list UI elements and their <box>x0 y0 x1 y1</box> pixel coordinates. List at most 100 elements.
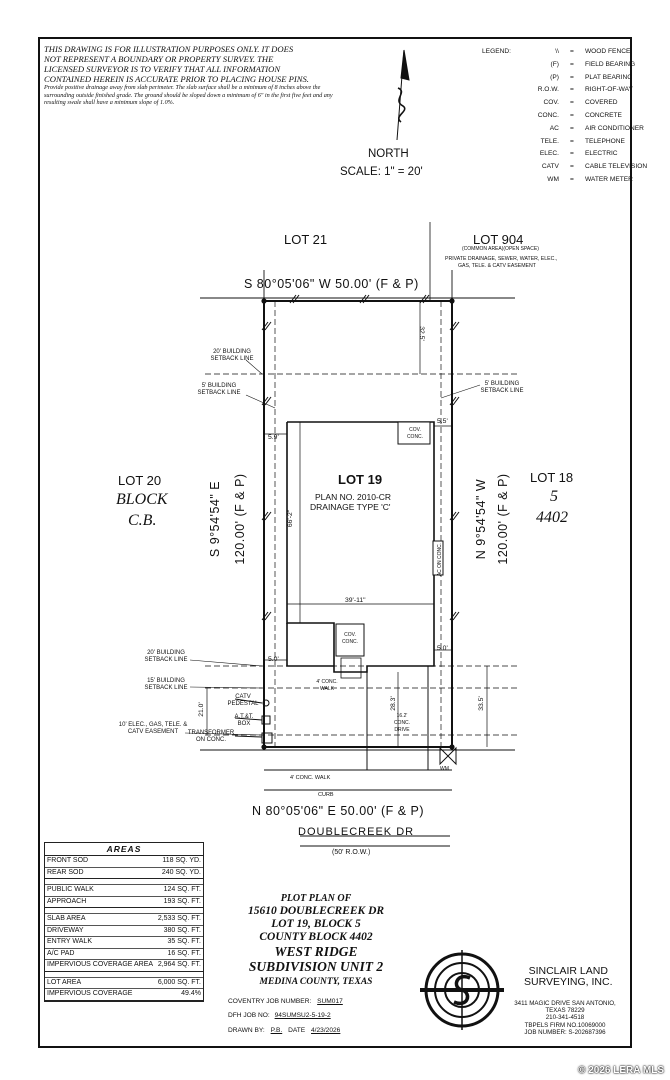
setback-20-rear: 20' BUILDING SETBACK LINE <box>210 349 254 362</box>
dim-front-setback: 33.5' <box>477 696 485 711</box>
disclaimer-line: licensed surveyor is to verify that all … <box>44 64 281 74</box>
legend-equals: = <box>570 48 574 55</box>
legend-equals: = <box>570 111 574 119</box>
legend-equals: = <box>570 99 574 107</box>
lot-18-block: 5 <box>550 488 558 505</box>
lot-20-cb: C.B. <box>128 512 157 529</box>
areas-label: APPROACH <box>47 897 87 905</box>
disclaimer-note: This drawing is for illustration purpose… <box>44 44 344 107</box>
areas-value: 2,964 SQ. FT. <box>157 961 201 968</box>
areas-label: PUBLIC WALK <box>47 886 94 893</box>
areas-label: REAR SOD <box>47 868 84 876</box>
catv-pedestal: CATV PEDESTAL <box>227 694 259 707</box>
utility-easement: 10' ELEC., GAS, TELE. & CATV EASEMENT <box>118 722 188 735</box>
title-line: PLOT PLAN OF <box>280 893 352 904</box>
lot-21-label: LOT 21 <box>284 232 328 247</box>
areas-title: AREAS <box>45 843 203 856</box>
areas-value: 118 SQ. YD. <box>162 857 201 864</box>
areas-label: DRIVEWAY <box>47 926 84 934</box>
areas-value: 193 SQ. FT. <box>163 897 201 905</box>
areas-value: 16 SQ. FT. <box>167 949 201 957</box>
areas-row: DRIVEWAY 380 SQ. FT. <box>45 926 203 937</box>
dfh-label: DFH JOB NO: <box>228 1012 270 1019</box>
title-line: MEDINA COUNTY, TEXAS <box>259 977 373 987</box>
west-bearing: S 9°54'54" E <box>208 480 222 558</box>
legend-desc: TELEPHONE <box>584 137 625 145</box>
legend-row: WM=WATER METER <box>480 174 649 187</box>
legend-title <box>480 161 513 174</box>
areas-value: 124 SQ. FT. <box>163 886 201 893</box>
legend-desc: WOOD FENCE <box>584 48 631 55</box>
water-meter-label: WM <box>440 766 449 772</box>
water-meter-icon <box>439 746 457 766</box>
west-distance: 120.00' (F & P) <box>233 473 247 565</box>
lot-18-label: LOT 18 <box>530 470 574 485</box>
legend-row: CONC.=CONCRETE <box>480 110 649 123</box>
conc-drive: 16.2' CONC. DRIVE <box>393 713 411 733</box>
areas-value: 6,000 SQ. FT. <box>157 978 201 986</box>
legend-key: TELE. <box>540 137 559 145</box>
lot-20-block: BLOCK <box>116 491 168 508</box>
legend-row: ELEC.=ELECTRIC <box>480 148 649 161</box>
lot-904-note: (COMMON AREA)(OPEN SPACE) <box>462 246 539 252</box>
legend-equals: = <box>570 86 574 94</box>
areas-label: LOT AREA <box>47 978 82 986</box>
legend-equals: = <box>570 60 574 68</box>
lot-18-cb: 4402 <box>536 509 568 526</box>
ac-pad: AC ON CONC. <box>437 542 444 577</box>
legend-row: COV.=COVERED <box>480 97 649 110</box>
lot-19-label: LOT 19 <box>338 472 383 487</box>
dim-width: 39'-11" <box>345 597 366 604</box>
legend-desc: CONCRETE <box>584 111 622 119</box>
company-job: JOB NUMBER: S-202687396 <box>524 1028 606 1036</box>
north-label: NORTH <box>368 148 409 160</box>
drawn-label: DRAWN BY: <box>228 1027 265 1034</box>
setback-5-east: 5' BUILDING SETBACK LINE <box>480 381 524 394</box>
legend: LEGEND:\\=WOOD FENCE(F)=FIELD BEARING(P)… <box>480 46 649 187</box>
legend-desc: PLAT BEARING <box>584 73 633 81</box>
cov-conc-front: COV. CONC. <box>341 632 359 645</box>
conc-walk: 4' CONC. WALK <box>316 679 338 692</box>
legend-desc: FIELD BEARING <box>584 60 636 68</box>
setback-15-front: 15' BUILDING SETBACK LINE <box>144 678 188 691</box>
street-name: DOUBLECREEK DR <box>298 826 415 838</box>
setback-20-front: 20' BUILDING SETBACK LINE <box>144 650 188 663</box>
dim-front-right: 5.0' <box>437 645 448 652</box>
sheet-border <box>38 37 632 1048</box>
dim-west-side: 5.9' <box>268 434 279 441</box>
dim-east-side: 5.5' <box>437 418 448 425</box>
dim-easement: 21.0' <box>197 702 205 717</box>
dim-front-left: 5.0' <box>268 656 279 663</box>
coventry-job: COVENTRY JOB NUMBER: SUM017 <box>228 998 343 1005</box>
title-line: SUBDIVISION UNIT 2 <box>248 959 384 974</box>
areas-value: 380 SQ. FT. <box>163 926 201 934</box>
legend-key: AC <box>549 124 559 132</box>
areas-spacer <box>45 908 203 914</box>
disclaimer-line: This drawing is for illustration purpose… <box>44 44 294 54</box>
title-line: LOT 19, BLOCK 5 <box>271 918 361 930</box>
legend-title <box>480 136 513 149</box>
legend-title <box>480 110 513 123</box>
company-phone: 210-341-4518 <box>545 1014 585 1022</box>
legend-title <box>480 84 513 97</box>
legend-title <box>480 148 513 161</box>
dfh-job: DFH JOB NO: 94SUMSU2-5-19-2 <box>228 1012 331 1019</box>
lot-904-label: LOT 904 <box>473 232 524 247</box>
legend-title <box>480 72 513 85</box>
east-bearing: N 9°54'54" W <box>474 478 488 560</box>
title-line: WEST RIDGE <box>274 944 358 959</box>
curb: CURB <box>318 792 334 798</box>
legend-row: (F)=FIELD BEARING <box>480 59 649 72</box>
areas-label: SLAB AREA <box>47 915 86 922</box>
legend-row: AC=AIR CONDITIONER <box>480 123 649 136</box>
lot-20-label: LOT 20 <box>118 473 162 488</box>
